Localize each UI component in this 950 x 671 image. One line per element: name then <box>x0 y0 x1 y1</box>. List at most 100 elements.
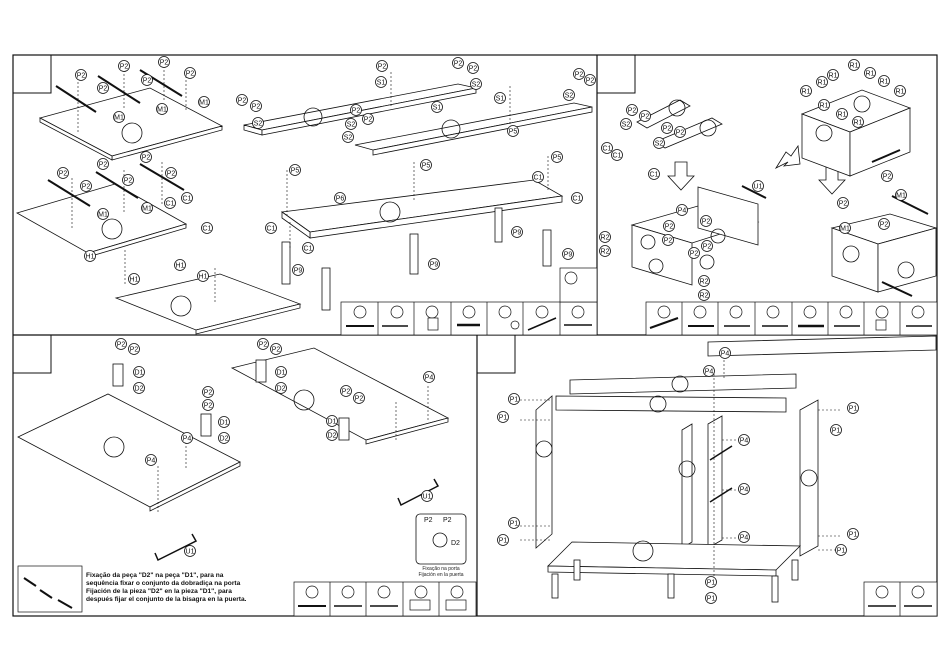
part-marker <box>441 119 461 139</box>
callout-label: M1 <box>199 100 209 107</box>
hinge-note: Fixação da peça "D2" na peça "D1", para … <box>86 572 286 604</box>
hinge-note-icon <box>17 565 83 613</box>
callout-label: P2 <box>352 108 361 115</box>
part-marker <box>425 305 439 319</box>
part-marker <box>842 245 860 263</box>
callout-label: S2 <box>472 82 481 89</box>
callout-label: P5 <box>422 163 431 170</box>
callout-label: R1 <box>854 120 863 127</box>
callout-label: D1 <box>135 370 144 377</box>
callout-label: P2 <box>355 396 364 403</box>
callout-label: U1 <box>423 494 432 501</box>
callouts: P2 P2 P2 P2 P2 P2 M1 M1 M1 P2 P2 P2 P2 P… <box>57 56 907 604</box>
door-left <box>17 393 241 508</box>
callout-label: S2 <box>344 135 353 142</box>
part-marker <box>699 254 715 270</box>
callout-label: C1 <box>534 175 543 182</box>
callout-label: P2 <box>454 61 463 68</box>
callout-label: P1 <box>499 538 508 545</box>
leg <box>409 233 419 275</box>
callout-label: P2 <box>883 174 892 181</box>
callout-label: C1 <box>573 196 582 203</box>
hinge-icon <box>445 599 467 611</box>
callout-label: P2 <box>120 64 129 71</box>
part-marker <box>535 305 549 319</box>
part-marker <box>649 395 667 413</box>
callout-label: P2 <box>664 238 673 245</box>
runner-rail <box>55 85 97 113</box>
callout-label: S1 <box>377 80 386 87</box>
callout-label: D1 <box>277 370 286 377</box>
step-box-3 <box>12 334 52 374</box>
leg <box>551 573 559 599</box>
callout-label: P2 <box>364 117 373 124</box>
callout-label: P2 <box>641 114 650 121</box>
part-marker <box>564 271 578 285</box>
callout-label: P2 <box>676 130 685 137</box>
callout-label: P9 <box>294 268 303 275</box>
inset-label: P2 <box>443 517 452 524</box>
callout-label: C1 <box>183 196 192 203</box>
runner-rail <box>47 179 91 207</box>
door-edge <box>149 461 241 512</box>
note-line-3: Fijación de la pieza "D2" en la pieza "D… <box>86 588 232 595</box>
callout-label: P4 <box>740 438 749 445</box>
callout-label: P2 <box>238 98 247 105</box>
hinge <box>200 413 212 437</box>
parts-legend-4 <box>863 581 938 617</box>
callout-label: R1 <box>850 63 859 70</box>
step-box-1 <box>12 54 52 94</box>
callout-label: R1 <box>802 89 811 96</box>
top-rail <box>569 373 797 395</box>
part-marker <box>353 305 367 319</box>
callout-label: P4 <box>183 436 192 443</box>
part-marker <box>897 261 915 279</box>
callout-label: H1 <box>176 263 185 270</box>
board-edge <box>195 303 301 335</box>
part-marker <box>800 469 818 487</box>
callout-label: M1 <box>896 193 906 200</box>
callout-label: D2 <box>135 386 144 393</box>
part-marker <box>815 124 833 142</box>
drawer-back <box>697 186 759 246</box>
part-marker <box>103 436 125 458</box>
hinge <box>112 363 124 387</box>
callout-label: R2 <box>700 279 709 286</box>
callout-label: D2 <box>220 436 229 443</box>
handle-u1 <box>154 533 198 562</box>
callout-label: M1 <box>840 226 850 233</box>
callout-label: P4 <box>740 535 749 542</box>
middle-panel <box>681 423 693 549</box>
callout-label: P1 <box>510 397 519 404</box>
callout-label: P2 <box>378 64 387 71</box>
callout-label: P2 <box>469 66 478 73</box>
callout-label: C1 <box>267 226 276 233</box>
leg <box>494 207 503 243</box>
leg <box>771 575 779 603</box>
callout-label: P4 <box>678 208 687 215</box>
callout-label: H1 <box>199 274 208 281</box>
door-edge <box>365 417 449 445</box>
callout-label: P2 <box>663 126 672 133</box>
cam-lock-icon <box>875 319 887 331</box>
callout-label: U1 <box>186 549 195 556</box>
callout-label: R2 <box>700 293 709 300</box>
callout-label: R1 <box>866 71 875 78</box>
callout-label: D2 <box>277 386 286 393</box>
arrow-down-icon <box>667 161 695 191</box>
callout-label: S2 <box>655 141 664 148</box>
callout-label: M1 <box>142 206 152 213</box>
callout-label: M1 <box>114 115 124 122</box>
inset-caption-pt: Fixação na porta <box>422 566 459 572</box>
board-top-3 <box>114 273 302 331</box>
inset-label: P2 <box>424 517 433 524</box>
dowel-icon <box>427 317 439 331</box>
handle <box>881 281 913 297</box>
step-box-2 <box>596 54 636 94</box>
part-marker <box>101 218 123 240</box>
callout-label: P1 <box>499 415 508 422</box>
board-edge <box>39 117 113 161</box>
part-marker <box>632 540 654 562</box>
callout-label: P1 <box>832 428 841 435</box>
